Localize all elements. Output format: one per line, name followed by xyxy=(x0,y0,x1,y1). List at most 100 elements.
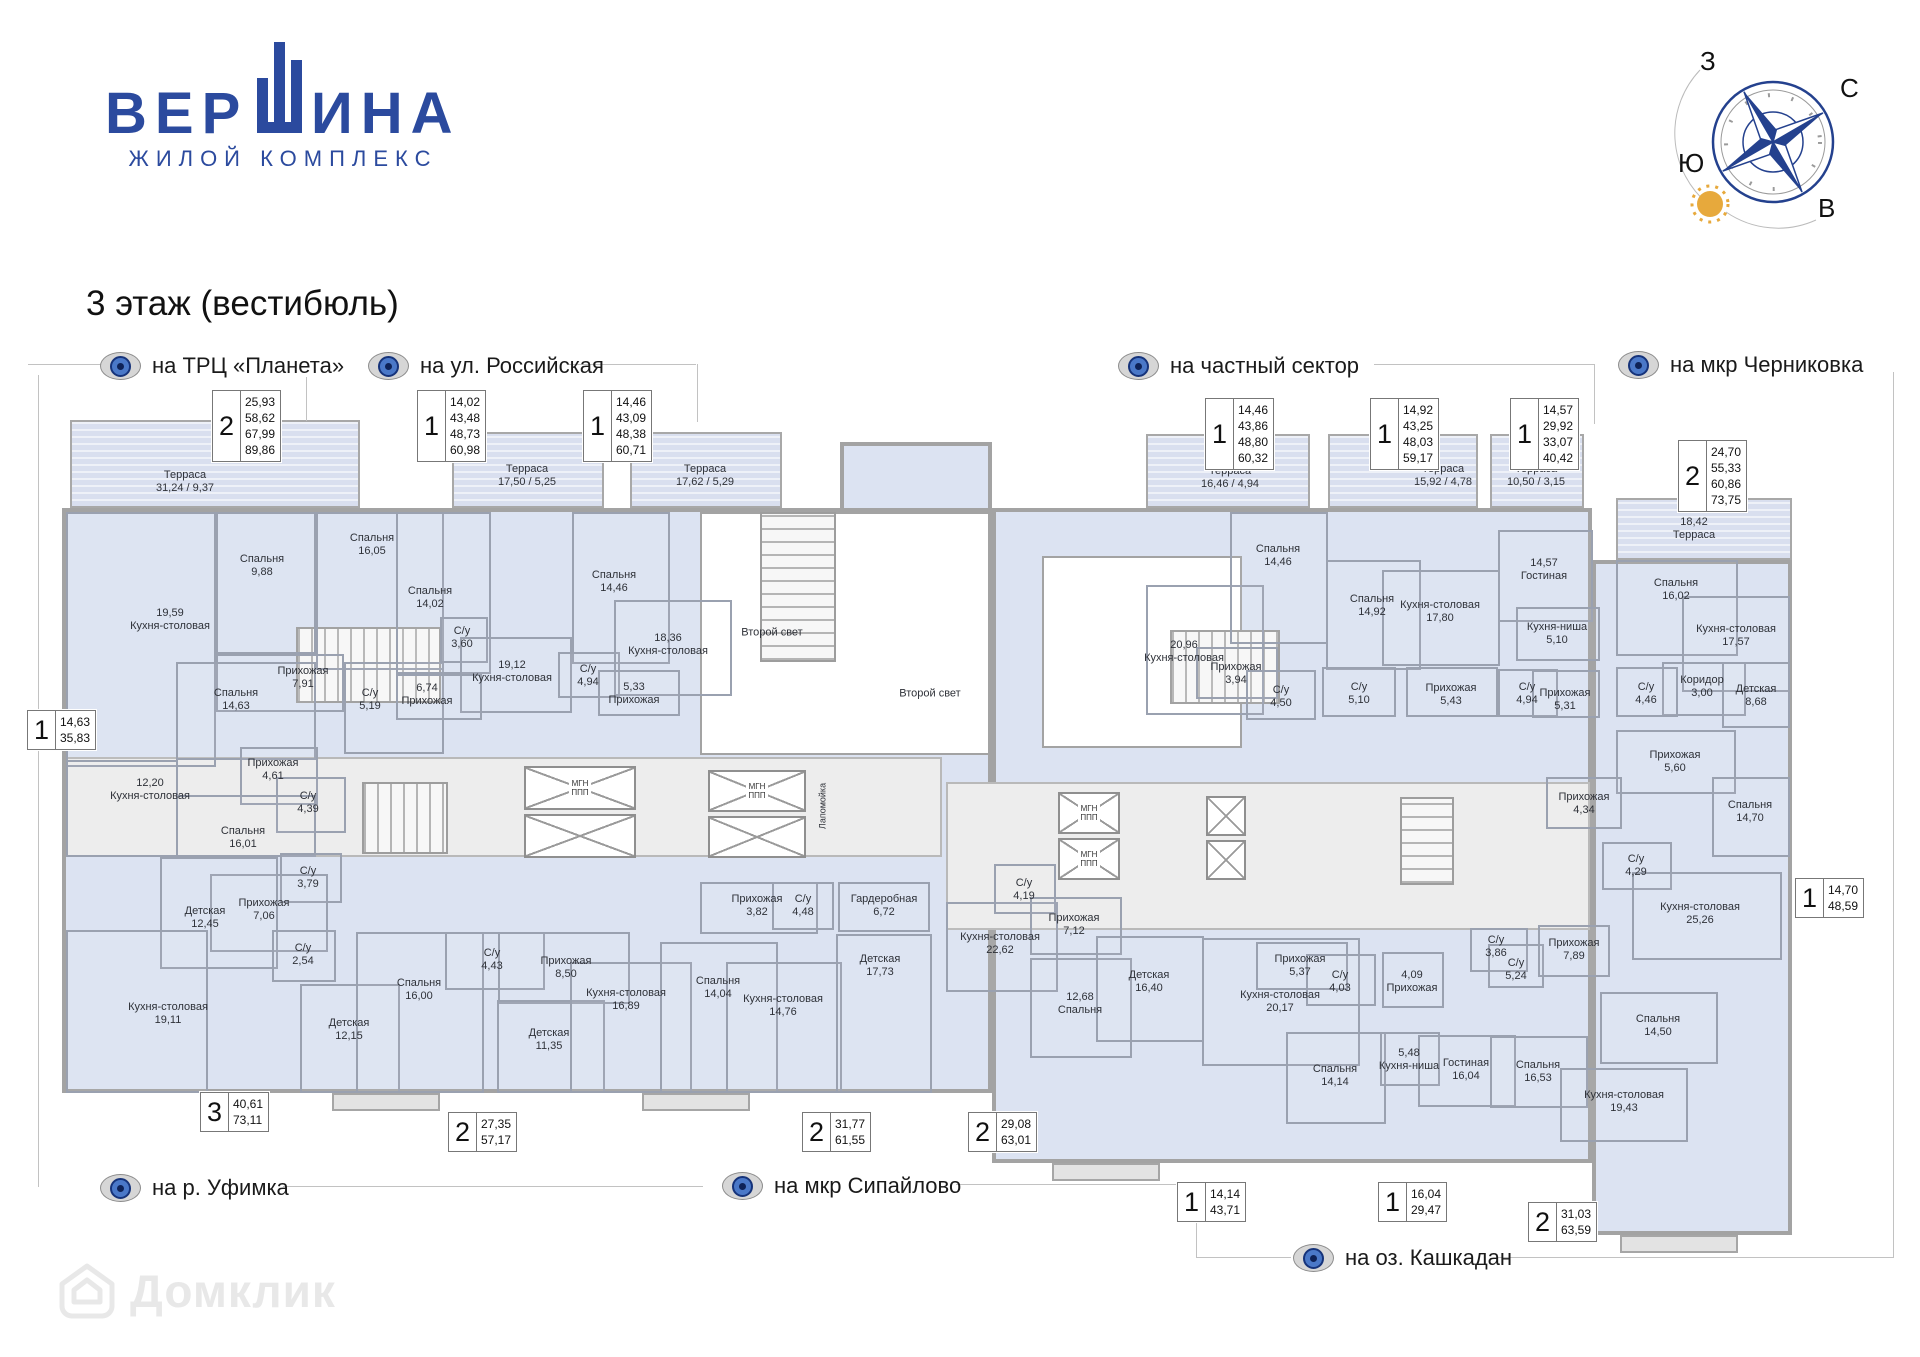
room-label: Кухня-столовая 14,76 xyxy=(743,993,823,1018)
eye-icon xyxy=(1618,351,1659,379)
direction-label: на мкр Сипайлово xyxy=(722,1172,961,1200)
elevator-shaft xyxy=(1206,840,1246,880)
room-label: Спальня 9,88 xyxy=(239,553,285,578)
room-label: Детская 12,15 xyxy=(328,1017,370,1042)
room-divider xyxy=(497,1000,605,1093)
apartment-rooms-count: 1 xyxy=(418,391,446,461)
room-label: С/у 4,19 xyxy=(1013,877,1035,902)
room-label: Кухня-столовая 20,17 xyxy=(1240,989,1320,1014)
room-divider xyxy=(1246,670,1316,720)
room-divider xyxy=(1532,670,1600,718)
room-label: Прихожая 3,82 xyxy=(731,893,783,918)
room-divider xyxy=(572,512,670,664)
room-divider xyxy=(558,652,620,698)
room-label: Спальня 16,01 xyxy=(220,825,266,850)
room-divider xyxy=(272,930,336,982)
stairwell xyxy=(362,782,448,854)
room-label: 19,59 Кухня-столовая xyxy=(130,607,210,632)
room-label: Прихожая 4,61 xyxy=(247,757,299,782)
room-label: Прихожая 3,94 xyxy=(1210,661,1262,686)
apartment-rooms-count: 2 xyxy=(803,1113,831,1151)
room-label: Детская 17,73 xyxy=(859,953,901,978)
direction-label: на оз. Кашкадан xyxy=(1293,1244,1512,1272)
room-divider xyxy=(1538,925,1610,977)
room-label: Кухня-столовая 17,57 xyxy=(1696,623,1776,648)
domclick-house-icon xyxy=(59,1263,115,1319)
room-divider xyxy=(1490,1036,1588,1108)
room-divider xyxy=(1380,1032,1440,1086)
apartment-rooms-count: 1 xyxy=(1178,1183,1206,1221)
room-label: Спальня 14,14 xyxy=(1312,1063,1358,1088)
room-label: С/у 2,54 xyxy=(292,942,314,967)
room-divider xyxy=(1382,952,1444,1008)
room-label: Спальня 14,63 xyxy=(213,687,259,712)
connector-line xyxy=(697,364,698,422)
corridor-area xyxy=(946,782,1590,930)
connector-line xyxy=(28,364,102,365)
room-divider xyxy=(1498,669,1558,717)
room-divider xyxy=(1322,667,1396,717)
room-divider xyxy=(570,962,692,1093)
room-label: С/у 3,86 xyxy=(1485,934,1507,959)
apartment-rooms-count: 2 xyxy=(969,1113,997,1151)
room-divider xyxy=(280,853,342,903)
room-label: Кухня-столовая 25,26 xyxy=(1660,901,1740,926)
room-label: С/у 4,03 xyxy=(1329,969,1351,994)
room-label: С/у 4,50 xyxy=(1270,684,1292,709)
balcony xyxy=(1620,1235,1738,1253)
direction-text: на р. Уфимка xyxy=(152,1175,289,1200)
room-divider xyxy=(1546,777,1622,829)
room-label: Терраса 31,24 / 9,37 xyxy=(155,469,215,494)
room-divider xyxy=(1096,936,1204,1042)
room-divider xyxy=(836,934,932,1093)
room-divider xyxy=(1196,647,1278,699)
direction-text: на оз. Кашкадан xyxy=(1345,1245,1513,1270)
room-divider xyxy=(772,882,834,930)
direction-text: на мкр Черниковка xyxy=(1670,352,1864,377)
connector-line xyxy=(306,377,307,421)
watermark-text: Домклик xyxy=(130,1265,336,1317)
room-divider xyxy=(1488,944,1544,988)
connector-line xyxy=(1196,1257,1291,1258)
eye-icon xyxy=(1118,352,1159,380)
room-label: Прихожая 5,31 xyxy=(1539,687,1591,712)
room-divider xyxy=(1722,662,1790,728)
elevator-shaft: МГН ППП xyxy=(708,770,806,812)
room-label: Прихожая 8,50 xyxy=(540,955,592,980)
room-label: Спальня 14,46 xyxy=(1255,543,1301,568)
room-divider xyxy=(1560,1068,1688,1142)
vershina-logo: ВЕР ИНА ЖИЛОЙ КОМПЛЕКС xyxy=(105,42,460,171)
room-divider xyxy=(1230,512,1328,644)
room-divider xyxy=(1632,872,1782,960)
room-label: 14,57 Гостиная xyxy=(1520,557,1568,582)
room-label: Терраса 17,50 / 5,25 xyxy=(497,463,557,488)
apartment-rooms-count: 1 xyxy=(1206,399,1234,469)
logo-text-right: ИНА xyxy=(311,81,460,146)
room-divider xyxy=(1616,560,1738,656)
room-divider xyxy=(316,512,444,670)
building-outline xyxy=(840,442,992,512)
connector-line xyxy=(38,375,39,1187)
room-label: Детская 16,40 xyxy=(1128,969,1170,994)
room-divider xyxy=(176,662,316,760)
room-divider xyxy=(356,932,484,1093)
room-label: Прихожая 4,34 xyxy=(1558,791,1610,816)
room-label: Прихожая 7,06 xyxy=(238,897,290,922)
room-label: Прихожая 7,89 xyxy=(1548,937,1600,962)
room-divider xyxy=(726,962,842,1093)
compass-rose: З С Ю В xyxy=(1674,46,1859,229)
room-label: Спальня 14,02 xyxy=(407,585,453,610)
room-label: Гостиная 16,04 xyxy=(1442,1057,1490,1082)
balcony xyxy=(1052,1163,1160,1181)
apartment-rooms-count: 1 xyxy=(1379,1183,1407,1221)
room-divider xyxy=(498,932,630,1004)
